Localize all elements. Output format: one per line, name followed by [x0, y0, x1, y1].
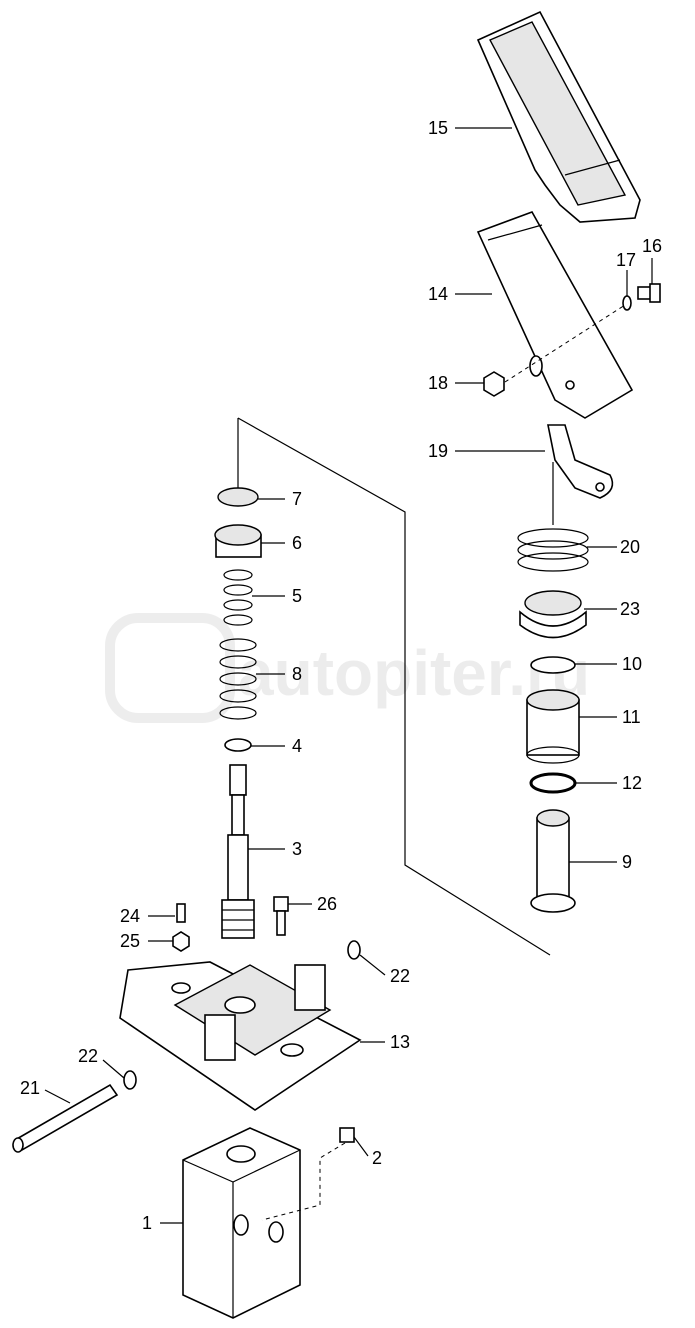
o-ring-12 [529, 772, 577, 794]
assembly-guide-line-2 [237, 417, 551, 956]
label-24: 24 [120, 906, 140, 926]
label-21: 21 [20, 1078, 40, 1098]
boot-23 [519, 590, 587, 639]
label-11: 11 [622, 707, 641, 727]
set-screw-24 [176, 903, 186, 923]
label-20: 20 [620, 537, 640, 557]
spring-8 [219, 638, 257, 720]
label-19: 19 [428, 441, 448, 461]
label-10: 10 [622, 654, 642, 674]
washer-4 [224, 738, 252, 752]
base-plate-13 [119, 961, 362, 1111]
label-6: 6 [292, 533, 302, 553]
bolt-16 [637, 283, 661, 303]
label-23: 23 [620, 599, 640, 619]
label-8: 8 [292, 664, 302, 684]
nut-25 [172, 931, 190, 952]
bushing-11 [526, 689, 580, 764]
label-17: 17 [616, 250, 636, 270]
label-4: 4 [292, 736, 302, 756]
label-26: 26 [317, 894, 337, 914]
label-22-left: 22 [78, 1046, 98, 1066]
piston-3 [221, 764, 255, 939]
snap-ring-22-right [347, 940, 361, 960]
part-labels: 15 14 18 19 17 16 20 23 10 11 12 9 7 6 5… [20, 118, 662, 1233]
label-9: 9 [622, 852, 632, 872]
pin-21 [12, 1083, 119, 1153]
label-2: 2 [372, 1148, 382, 1168]
bolt-26 [273, 896, 289, 936]
label-5: 5 [292, 586, 302, 606]
spring-5 [223, 569, 253, 626]
label-3: 3 [292, 839, 302, 859]
washer-17 [622, 295, 632, 311]
leader-lines [44, 127, 653, 1224]
label-15: 15 [428, 118, 448, 138]
label-16: 16 [642, 236, 662, 256]
label-22-right: 22 [390, 966, 410, 986]
lever-19 [547, 424, 614, 499]
pedal-pad [476, 10, 641, 223]
snap-ring-22-left [123, 1070, 137, 1090]
retainer-6 [214, 524, 262, 558]
spring-20 [517, 528, 589, 572]
pedal-body [476, 211, 634, 419]
label-14: 14 [428, 284, 448, 304]
seat-7 [217, 487, 259, 507]
label-25: 25 [120, 931, 140, 951]
plug-path [261, 1142, 346, 1221]
ring-10 [530, 656, 576, 674]
label-1: 1 [142, 1213, 152, 1233]
nut-18 [483, 371, 505, 397]
label-18: 18 [428, 373, 448, 393]
valve-body-1 [182, 1127, 301, 1319]
plug-2 [339, 1127, 355, 1143]
label-12: 12 [622, 773, 642, 793]
watermark: autopiter.ru [105, 613, 590, 723]
plunger-9 [530, 809, 576, 913]
label-13: 13 [390, 1032, 410, 1052]
label-7: 7 [292, 489, 302, 509]
